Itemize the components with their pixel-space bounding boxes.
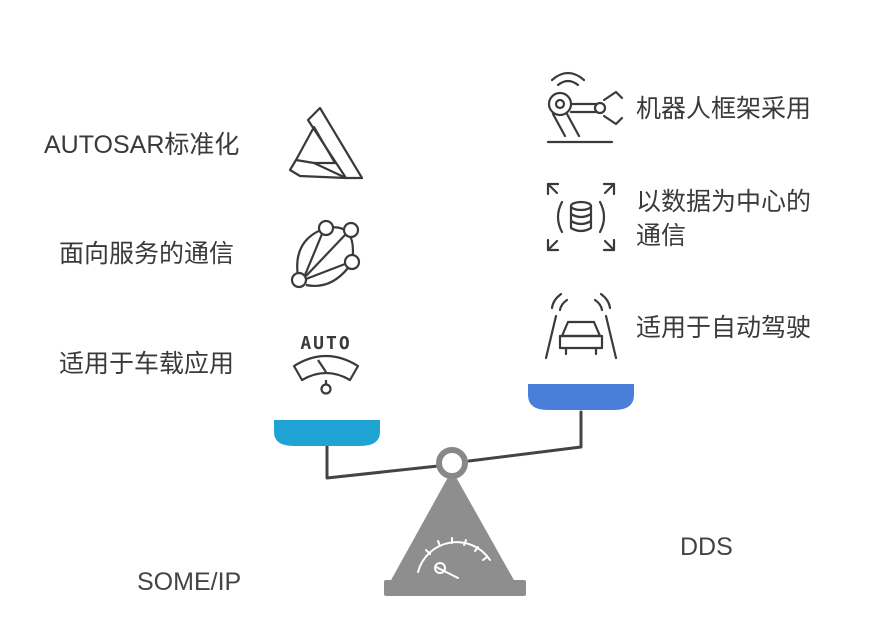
feature-label-data-centric-line1: 以数据为中心的 xyxy=(636,188,812,216)
robot-arm-icon xyxy=(546,71,624,144)
database-expand-icon xyxy=(546,182,616,252)
gauge-icon xyxy=(417,537,491,579)
feature-label-data-centric-line2: 通信 xyxy=(636,222,687,250)
left-pan xyxy=(274,420,380,446)
auto-gauge-text: AUTO xyxy=(300,333,351,354)
side-label-dds: DDS xyxy=(680,533,733,561)
autonomous-car-icon xyxy=(544,292,618,360)
feature-label-automotive: 适用于车载应用 xyxy=(59,350,235,378)
scale-beam xyxy=(325,410,583,480)
auto-gauge-icon: AUTO xyxy=(292,333,360,395)
network-nodes-icon xyxy=(290,219,361,289)
feature-label-autonomous: 适用于自动驾驶 xyxy=(636,314,812,342)
right-pan xyxy=(528,384,634,410)
feature-label-autosar: AUTOSAR标准化 xyxy=(44,131,240,159)
feature-label-robotics: 机器人框架采用 xyxy=(636,95,812,123)
side-label-someip: SOME/IP xyxy=(137,568,242,596)
feature-label-soa: 面向服务的通信 xyxy=(59,240,235,268)
autosar-logo-icon xyxy=(288,106,364,180)
scale-pivot xyxy=(436,447,468,479)
scale-base xyxy=(384,580,526,596)
scale-stand xyxy=(390,470,515,582)
